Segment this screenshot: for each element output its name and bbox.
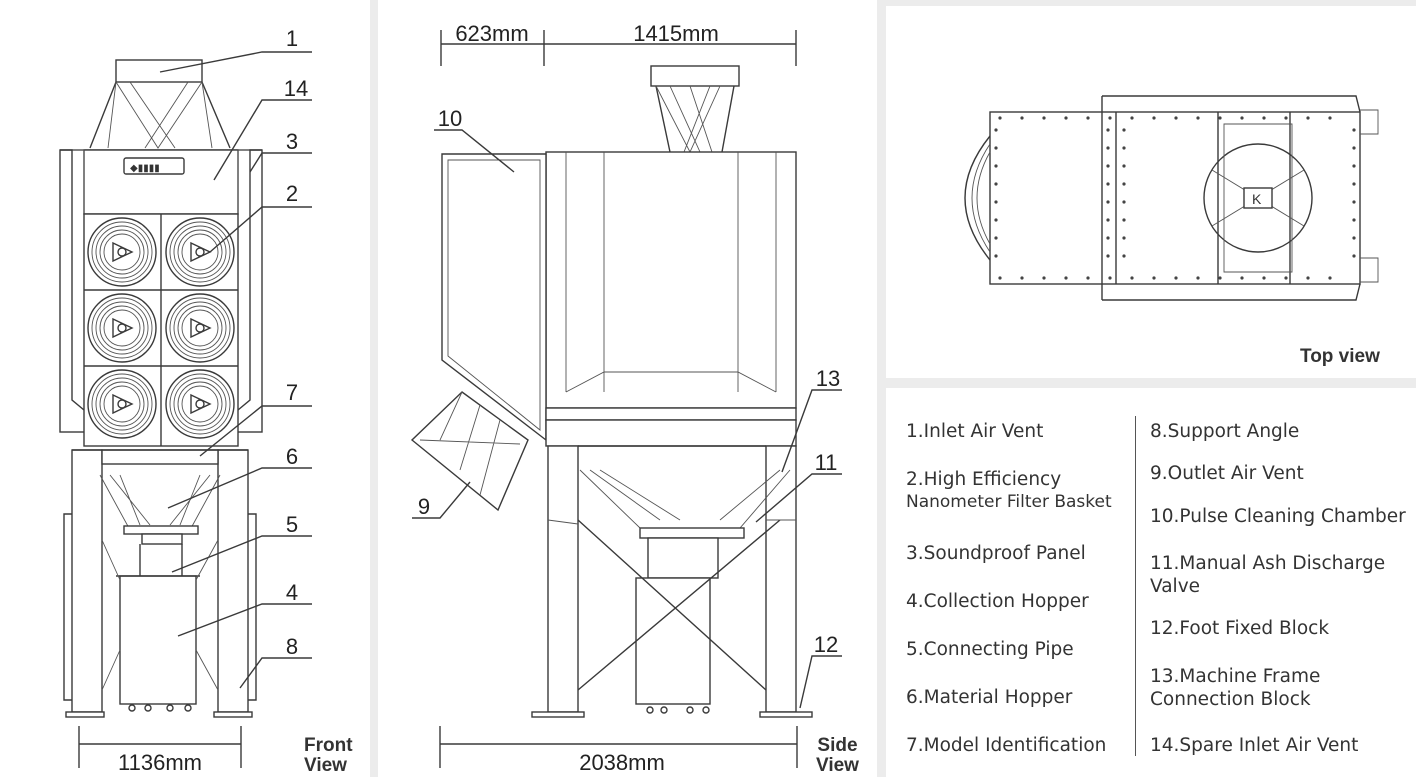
legend-line: 5.Connecting Pipe — [906, 639, 1074, 660]
legend-item: 8.Support Angle — [1150, 420, 1299, 443]
callout-9: 9 — [412, 481, 471, 519]
callout-number: 13 — [816, 366, 840, 391]
legend-line: 1.Inlet Air Vent — [906, 421, 1044, 442]
callout-5: 5 — [171, 512, 312, 573]
legend-line: 10.Pulse Cleaning Chamber — [1150, 506, 1406, 527]
callout-number: 12 — [814, 632, 838, 657]
front-view-label-line1: Front — [304, 735, 353, 756]
legend-line: 6.Material Hopper — [906, 687, 1073, 708]
callout-14: 14 — [213, 76, 312, 181]
legend-line: 12.Foot Fixed Block — [1150, 618, 1330, 639]
callout-12: 12 — [799, 632, 842, 709]
legend-item: 14.Spare Inlet Air Vent — [1150, 734, 1358, 757]
top-view-label: Top view — [1300, 346, 1380, 367]
filter-basket — [165, 293, 235, 363]
callout-number: 3 — [286, 129, 298, 154]
callout-2: 2 — [209, 181, 312, 253]
legend-item: 9.Outlet Air Vent — [1150, 462, 1304, 485]
legend-line: 2.High Efficiency — [906, 469, 1062, 490]
side-view-label-line2: View — [816, 755, 859, 776]
legend-line: 13.Machine Frame — [1150, 666, 1321, 687]
legend-item: 3.Soundproof Panel — [906, 542, 1086, 565]
front-view-label: Front View — [304, 736, 353, 776]
side-dim-top-right: 1415mm — [633, 21, 719, 46]
svg-text:K: K — [1252, 191, 1262, 207]
legend-line: Valve — [1150, 576, 1201, 597]
filter-basket — [87, 293, 157, 363]
legend-line: 8.Support Angle — [1150, 421, 1300, 442]
filter-basket — [87, 369, 157, 439]
callout-1: 1 — [159, 26, 312, 73]
svg-text:◆▮▮▮▮: ◆▮▮▮▮ — [130, 163, 160, 174]
side-dim-bottom: 2038mm — [579, 750, 665, 775]
callout-number: 7 — [286, 380, 298, 405]
callout-number: 11 — [815, 450, 838, 475]
filter-basket — [165, 217, 235, 287]
callout-number: 10 — [438, 106, 462, 131]
legend-item: 1.Inlet Air Vent — [906, 420, 1043, 443]
front-view-label-line2: View — [304, 755, 347, 776]
side-dim-top-left: 623mm — [455, 21, 528, 46]
callout-number: 14 — [284, 76, 308, 101]
filter-basket — [165, 369, 235, 439]
legend-item: 7.Model Identification — [906, 734, 1106, 757]
front-width-dimension: 1136mm — [118, 750, 202, 775]
filter-basket — [87, 217, 157, 287]
legend-item: 4.Collection Hopper — [906, 590, 1089, 613]
legend-line: 3.Soundproof Panel — [906, 543, 1086, 564]
callout-10: 10 — [434, 106, 515, 173]
legend-line: Connection Block — [1150, 689, 1311, 710]
legend-divider — [1135, 416, 1136, 756]
callout-number: 4 — [286, 580, 298, 605]
callout-number: 8 — [286, 634, 298, 659]
callout-3: 3 — [249, 129, 312, 173]
side-view-label: Side View — [816, 736, 859, 776]
legend-line: 11.Manual Ash Discharge — [1150, 553, 1386, 574]
legend-item: 6.Material Hopper — [906, 686, 1072, 709]
front-view-drawing: ◆▮▮▮▮ 1136mm 1 14 3 2 7 6 5 4 8 — [59, 26, 312, 775]
callout-number: 6 — [286, 444, 298, 469]
callout-13: 13 — [781, 366, 842, 473]
callout-6: 6 — [167, 444, 312, 509]
legend-panel — [886, 388, 1416, 777]
callout-4: 4 — [177, 580, 312, 637]
callout-number: 2 — [286, 181, 298, 206]
legend-line: Nanometer Filter Basket — [906, 492, 1112, 512]
callout-number: 5 — [286, 512, 298, 537]
top-view-drawing: K — [964, 95, 1379, 301]
side-view-drawing: 623mm 1415mm 2038mm 10 9 13 11 12 — [410, 21, 842, 775]
legend-item: 5.Connecting Pipe — [906, 638, 1074, 661]
callout-11: 11 — [755, 450, 842, 523]
callout-7: 7 — [199, 380, 312, 457]
legend-line: 4.Collection Hopper — [906, 591, 1089, 612]
legend-item: 12.Foot Fixed Block — [1150, 617, 1329, 640]
side-view-label-line1: Side — [817, 735, 858, 756]
legend-item: 10.Pulse Cleaning Chamber — [1150, 505, 1406, 528]
legend-line: 7.Model Identification — [906, 735, 1107, 756]
callout-number: 9 — [418, 494, 430, 519]
callout-number: 1 — [286, 26, 298, 51]
callout-8: 8 — [239, 634, 312, 689]
legend-line: 14.Spare Inlet Air Vent — [1150, 735, 1359, 756]
legend-line: 9.Outlet Air Vent — [1150, 463, 1304, 484]
